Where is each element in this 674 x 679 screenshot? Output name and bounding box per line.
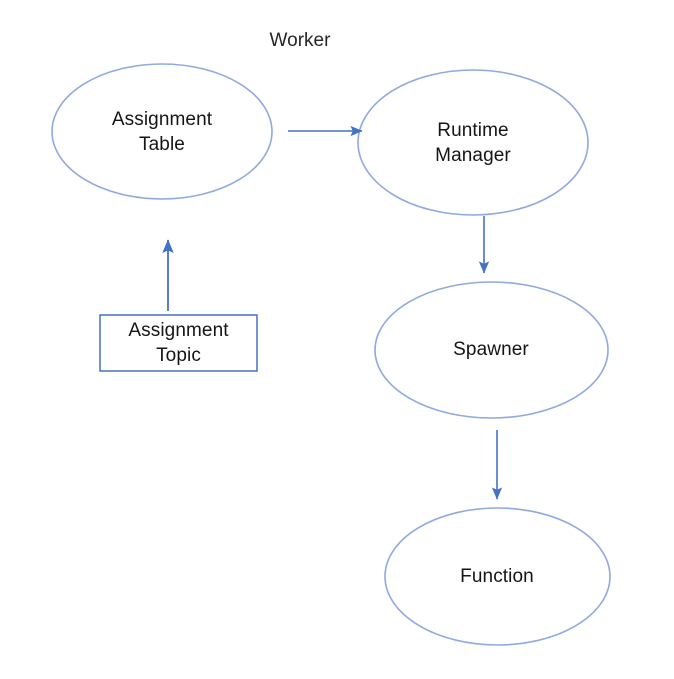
node-function[interactable]: [384, 507, 611, 646]
node-assignment-topic[interactable]: [99, 314, 258, 372]
node-spawner[interactable]: [374, 281, 609, 419]
diagram-title: Worker: [269, 30, 331, 51]
node-assignment-table[interactable]: [51, 63, 273, 200]
node-runtime-manager[interactable]: [357, 69, 589, 216]
